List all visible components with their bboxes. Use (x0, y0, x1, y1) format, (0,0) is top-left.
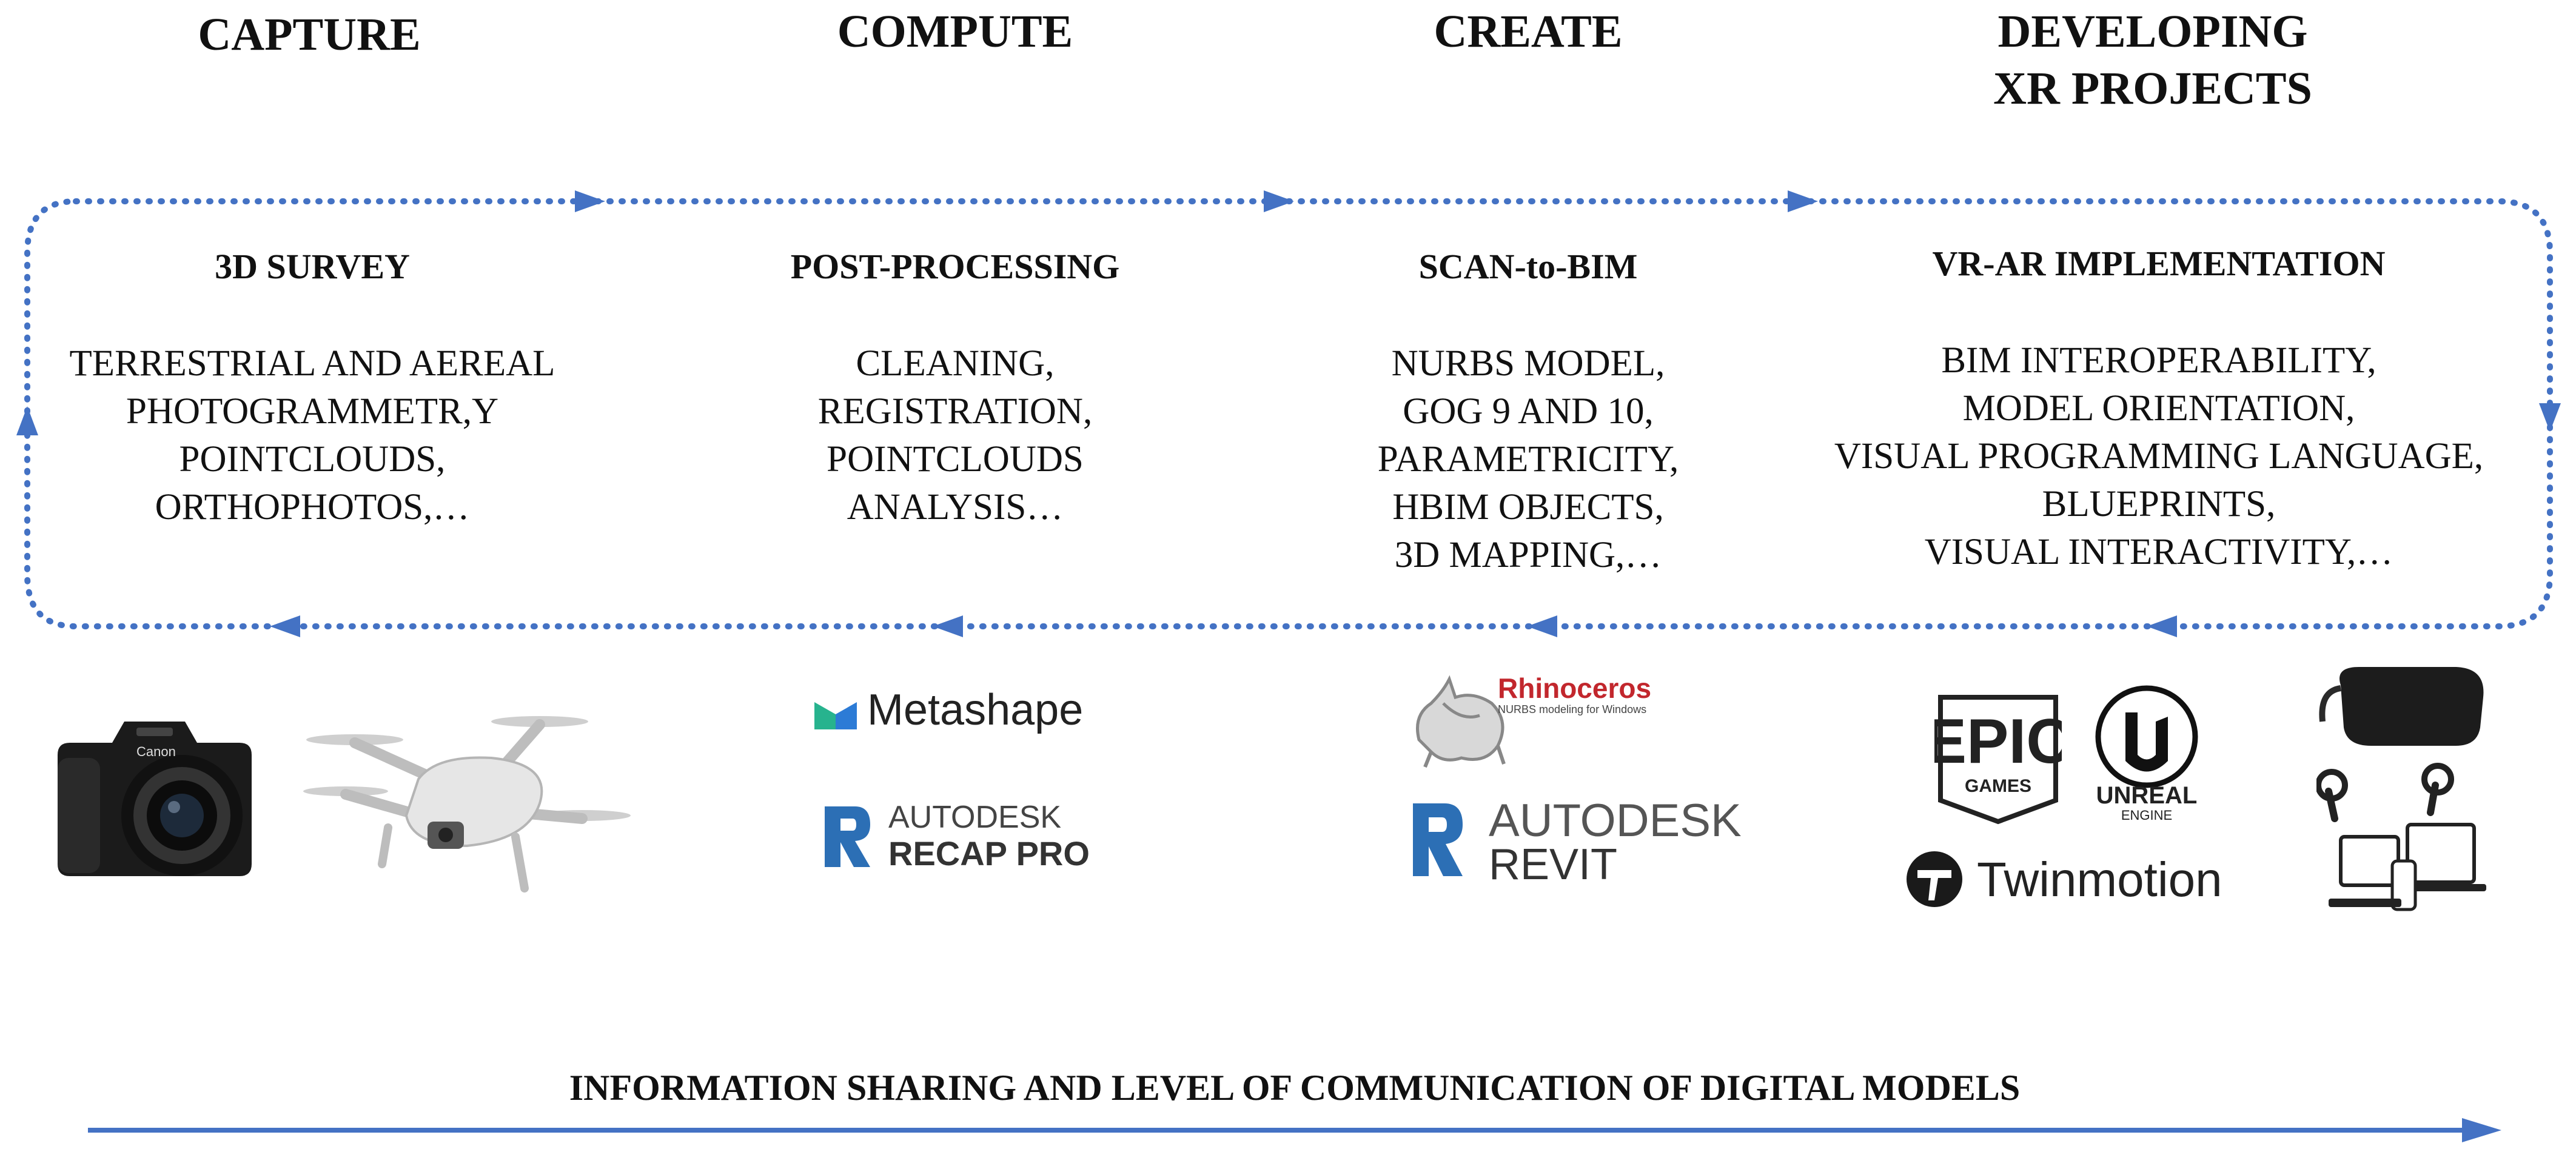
stage-subtitle-3d-survey: 3D SURVEY (215, 247, 410, 286)
item-line: HBIM OBJECTS, (1392, 487, 1664, 528)
item-line: ANALYSIS… (847, 487, 1064, 528)
revit-product-text: REVIT (1489, 840, 1618, 889)
item-line: BLUEPRINTS, (2042, 484, 2276, 524)
stage-subtitle-vr-ar: VR-AR IMPLEMENTATION (1932, 244, 2386, 283)
arrow-left-3 (933, 615, 963, 637)
info-sharing-arrow-head (2462, 1118, 2501, 1142)
epic-line1-text: EPIC (1934, 706, 2062, 777)
arrow-left-2 (1527, 615, 1557, 637)
arrow-down (2539, 403, 2561, 432)
arrow-left-4 (270, 615, 300, 637)
stage-items-xr: BIM INTEROPERABILITY, MODEL ORIENTATION,… (1759, 337, 2559, 576)
camera-icon: Canon (58, 722, 252, 876)
stage-subtitle-post-processing: POST-PROCESSING (790, 247, 1120, 286)
flow-loop (24, 198, 2553, 629)
metashape-logo-icon (814, 702, 857, 729)
stage-subtitle-scan-to-bim: SCAN-to-BIM (1418, 247, 1638, 286)
unreal-line1-text: UNREAL (2096, 782, 2198, 809)
stage-title-capture: CAPTURE (198, 9, 421, 60)
item-line: POINTCLOUDS, (179, 439, 446, 480)
rhino-logo-icon (1416, 675, 1506, 768)
stage-items-compute: CLEANING, REGISTRATION, POINTCLOUDS ANAL… (713, 340, 1198, 531)
recap-product-suffix: PRO (1016, 834, 1090, 873)
arrow-right-3 (1788, 190, 1818, 212)
item-line: GOG 9 AND 10, (1403, 391, 1654, 432)
info-sharing-caption: INFORMATION SHARING AND LEVEL OF COMMUNI… (569, 1068, 2021, 1108)
rhino-name-text: Rhinoceros (1498, 672, 1652, 704)
twinmotion-text: Twinmotion (1977, 852, 2222, 906)
item-line: MODEL ORIENTATION, (1962, 388, 2355, 429)
recap-product-text: RECAP PRO (888, 834, 1090, 873)
vr-headset-devices-icon (2316, 667, 2486, 911)
item-line: PHOTOGRAMMETR,Y (126, 391, 499, 432)
arrow-right-2 (1264, 190, 1294, 212)
recap-logo-icon (825, 806, 870, 867)
item-line: CLEANING, (856, 343, 1055, 384)
item-line: ORTHOPHOTOS,… (155, 487, 470, 528)
item-line: VISUAL INTERACTIVITY,… (1924, 532, 2393, 572)
epic-line2-text: GAMES (1965, 776, 2031, 796)
recap-product-name: RECAP (888, 834, 1007, 873)
revit-brand-text: AUTODESK (1489, 795, 1742, 846)
camera-brand-text: Canon (136, 744, 176, 759)
item-line: BIM INTEROPERABILITY, (1941, 340, 2376, 381)
item-line: POINTCLOUDS (827, 439, 1084, 480)
metashape-logo-text: Metashape (867, 686, 1084, 734)
arrow-right-1 (575, 190, 605, 212)
arrow-up (16, 406, 38, 435)
item-line: TERRESTRIAL AND AEREAL (69, 343, 555, 384)
stage-title-xr: DEVELOPING XR PROJECTS (1993, 6, 2312, 114)
item-line: REGISTRATION, (817, 391, 1093, 432)
unreal-engine-logo: UNREAL ENGINE (2095, 685, 2198, 823)
recap-brand-text: AUTODESK (888, 800, 1062, 835)
unreal-line2-text: ENGINE (2121, 808, 2172, 823)
arrow-left-1 (2147, 615, 2177, 637)
revit-logo-icon (1413, 803, 1463, 876)
stage-title-create: CREATE (1434, 6, 1623, 57)
item-line: VISUAL PROGRAMMING LANGUAGE, (1834, 436, 2484, 477)
item-line: NURBS MODEL, (1391, 343, 1665, 384)
epic-games-logo: EPIC GAMES (1934, 695, 2062, 825)
rhino-tagline-text: NURBS modeling for Windows (1498, 703, 1647, 715)
item-line: PARAMETRICITY, (1377, 439, 1679, 480)
item-line: 3D MAPPING,… (1394, 535, 1662, 575)
drone-icon (303, 716, 631, 893)
twinmotion-logo-icon (1907, 851, 1962, 907)
stage-items-create: NURBS MODEL, GOG 9 AND 10, PARAMETRICITY… (1316, 340, 1740, 579)
stage-title-compute: COMPUTE (837, 6, 1073, 57)
stage-items-capture: TERRESTRIAL AND AEREAL PHOTOGRAMMETR,Y P… (18, 340, 606, 531)
